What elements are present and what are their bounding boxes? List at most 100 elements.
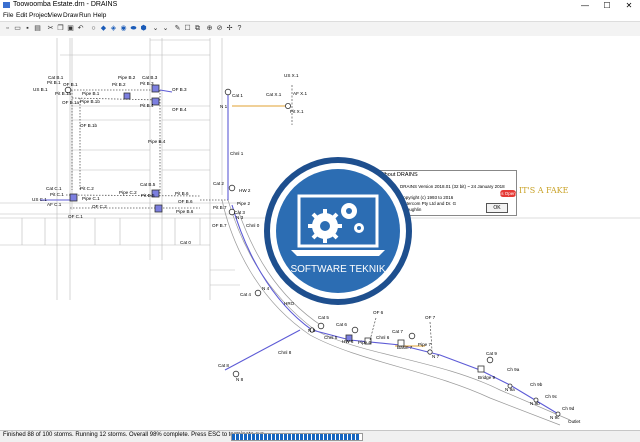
label: HW 6: [342, 339, 354, 344]
software-teknik-logo: SOFTWARE TEKNIK: [263, 156, 413, 306]
label: N 4: [262, 286, 270, 291]
pit-icon[interactable]: ◆: [100, 25, 107, 32]
brand-text: SOFTWARE TEKNIK: [290, 264, 385, 275]
open-badge: is Open: [500, 190, 516, 197]
label: OF B.4: [172, 107, 187, 112]
app-icon: [3, 2, 10, 8]
label: Cat B.1: [48, 75, 64, 80]
label: N 3: [236, 215, 244, 220]
label: Pipe C.1: [82, 196, 100, 201]
label: US B.1: [33, 87, 48, 92]
label: N 9c: [550, 415, 560, 420]
overflow-icon[interactable]: ⌄: [152, 25, 159, 32]
new-icon[interactable]: ▫: [6, 25, 9, 32]
label: OF B.7: [212, 223, 227, 228]
label: Chnl 1: [230, 151, 244, 156]
label: OF B.6: [178, 199, 193, 204]
label: OF B.1: [63, 82, 78, 87]
status-message: Finished 88 of 100 storms. Running 12 st…: [3, 432, 266, 438]
label: Pit C.1: [50, 192, 64, 197]
label: Pit B.3: [140, 81, 154, 86]
label: Pipe 7: [418, 342, 431, 347]
pipe-icon[interactable]: ⬬: [130, 25, 137, 32]
channel-network: [40, 89, 561, 416]
node-icon[interactable]: ○: [91, 25, 96, 32]
label: Pit B.4: [140, 103, 154, 108]
label: Chnl 6: [376, 335, 390, 340]
channel-icon[interactable]: ⬢: [140, 25, 147, 32]
paste-icon[interactable]: ▣: [67, 25, 74, 32]
zoom-out-icon[interactable]: ⧉: [195, 25, 200, 32]
copyright-text: Copyright (c) 1993 to 2016: [400, 195, 454, 200]
label: Chnl 5: [324, 335, 338, 340]
label: Pit B.5: [141, 193, 155, 198]
label: N 9a: [505, 387, 515, 392]
label: Cat C.1: [46, 186, 62, 191]
menu-run[interactable]: Run: [79, 12, 91, 19]
label: Pipe B.1b: [80, 99, 100, 104]
network-labels: Cat B.1 Pit B.1 US B.1 OF B.1 Pit B.1a O…: [32, 73, 581, 424]
label: US C.1: [32, 197, 47, 202]
print-icon[interactable]: ▤: [34, 25, 41, 32]
label: Cat B.3: [142, 75, 158, 80]
window-title: Toowoomba Estate.drn - DRAINS: [13, 1, 118, 8]
label: Pit B.1: [47, 80, 61, 85]
label: Pit B.1a: [55, 91, 72, 96]
menu-help[interactable]: Help: [93, 12, 107, 19]
toolbar: ▫ ▭ ▪ ▤ ✂ ❐ ▣ ↶ ○ ◆ ◈ ◉ ⬬ ⬢ ⌄ ⌄ ✎ ☐ ⧉ ⊕ …: [0, 21, 640, 37]
catchment-icon[interactable]: ⌄: [162, 25, 169, 32]
open-icon[interactable]: ▭: [14, 25, 21, 32]
basin-icon[interactable]: ◈: [110, 25, 117, 32]
run-icon[interactable]: ✎: [174, 25, 181, 32]
copyright-text: O'Loughlin: [400, 207, 422, 212]
info-icon[interactable]: ?: [237, 25, 242, 32]
label: N 5: [308, 328, 316, 333]
label: Chnl 0: [246, 223, 260, 228]
label: Cat 1: [232, 93, 243, 98]
menu-edit[interactable]: Edit: [16, 12, 28, 19]
label: Cat X.1: [266, 92, 282, 97]
label: Cat 9: [486, 351, 497, 356]
label: Pipe B.2: [118, 75, 136, 80]
label: N 9b: [530, 401, 540, 406]
label: Ch 9d: [562, 406, 575, 411]
label: Cat 6: [336, 322, 347, 327]
zoom-in-icon[interactable]: ☐: [184, 25, 191, 32]
save-icon[interactable]: ▪: [26, 25, 29, 32]
label: OF B.1a: [62, 100, 80, 105]
refresh-icon[interactable]: ⊘: [216, 25, 223, 32]
ok-button[interactable]: OK: [486, 203, 508, 213]
label: Chnl 8: [278, 350, 292, 355]
menu-draw[interactable]: Draw: [63, 12, 79, 19]
label: AF C.1: [47, 202, 62, 207]
maximize-button[interactable]: ☐: [603, 1, 611, 10]
label: Pipe 2: [237, 201, 250, 206]
outlet-icon[interactable]: ◉: [120, 25, 127, 32]
label: OF 6: [373, 310, 384, 315]
label: Pit C.2: [80, 186, 94, 191]
about-dialog-title: About DRAINS: [381, 172, 418, 178]
label: OF C.1: [68, 214, 83, 219]
minimize-button[interactable]: —: [581, 1, 589, 10]
label: Pipe 6: [358, 340, 371, 345]
copy-icon[interactable]: ❐: [57, 25, 64, 32]
label: Pipe B.6: [176, 209, 194, 214]
label: Pit B.2: [112, 82, 126, 87]
menu-project[interactable]: Project: [29, 12, 50, 19]
label: Bridge 9: [478, 375, 496, 380]
label: Cat B.5: [140, 182, 156, 187]
label: US X.1: [284, 73, 299, 78]
label: Cat 3: [234, 210, 245, 215]
label-icon[interactable]: ✢: [226, 25, 233, 32]
pipe-network: [65, 89, 228, 209]
label: Basin 7: [397, 345, 413, 350]
label: Pit X.1: [290, 109, 304, 114]
label: Cat 2: [213, 181, 224, 186]
menu-view[interactable]: View: [48, 12, 62, 19]
menu-file[interactable]: File: [3, 12, 14, 19]
cut-icon[interactable]: ✂: [47, 25, 54, 32]
label: HRO: [284, 301, 295, 306]
pan-icon[interactable]: ⊕: [206, 25, 213, 32]
close-button[interactable]: ✕: [625, 1, 633, 10]
undo-icon[interactable]: ↶: [77, 25, 84, 32]
